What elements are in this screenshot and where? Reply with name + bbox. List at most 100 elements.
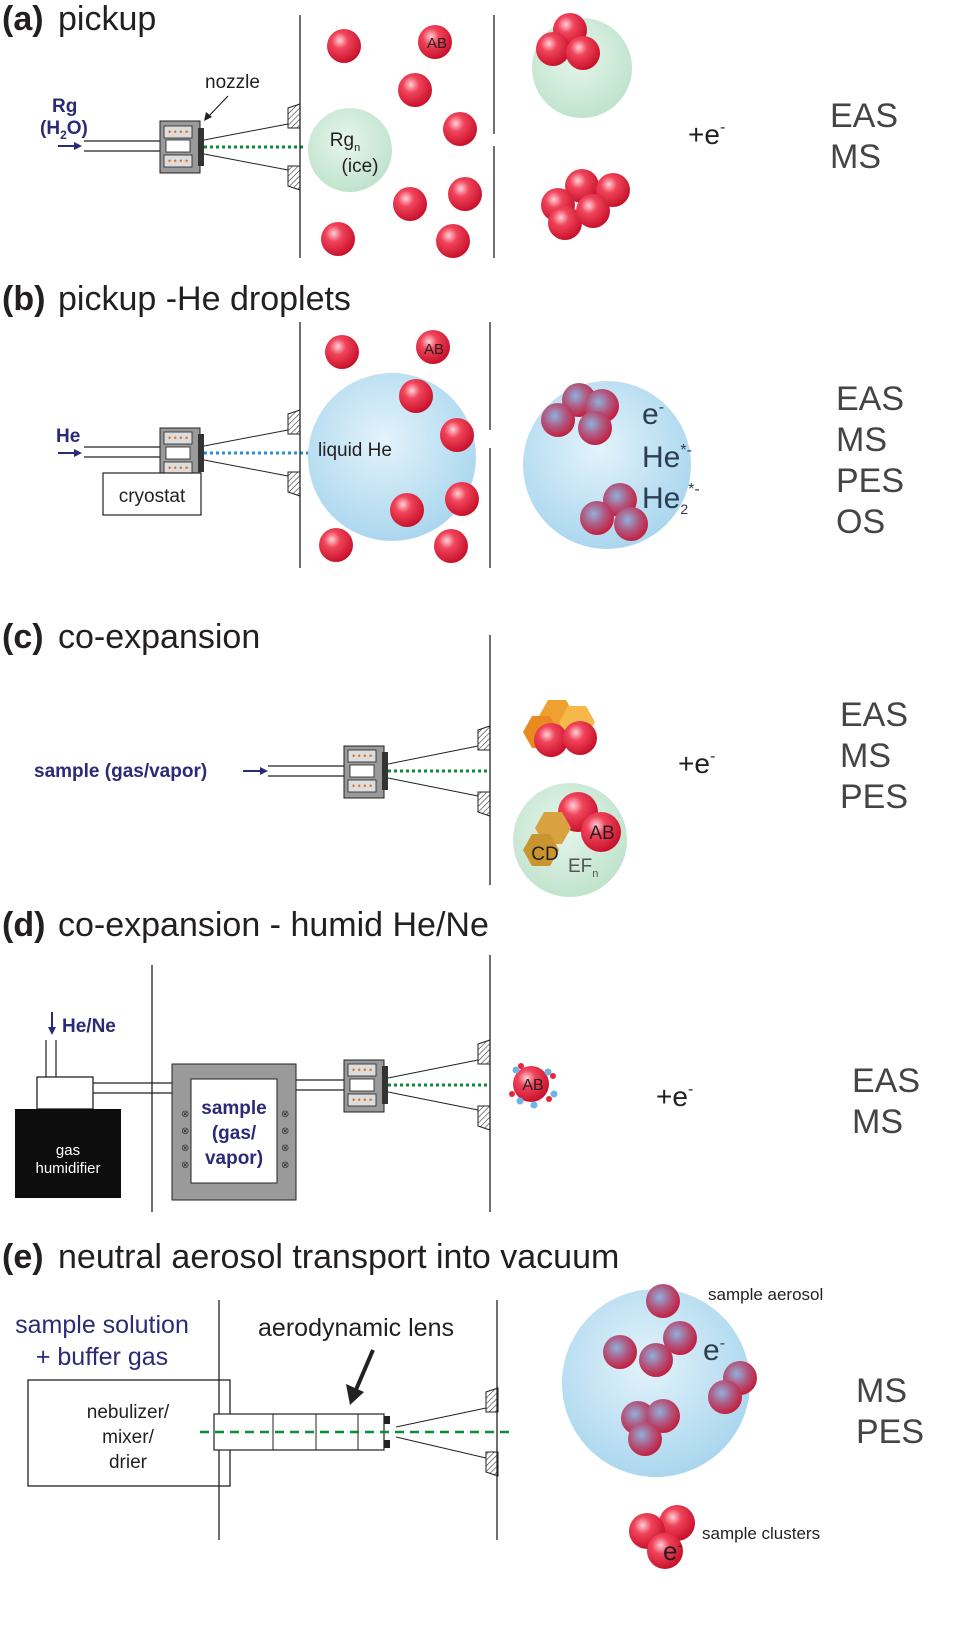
mixed-cluster-bottom <box>523 792 621 866</box>
svg-text:⊗: ⊗ <box>181 1126 189 1137</box>
sample-clusters-label: sample clusters <box>702 1524 820 1543</box>
d-electron-label: +e- <box>656 1081 693 1112</box>
sample-cluster-icon <box>629 1505 695 1569</box>
he2-star-label: He2*- <box>642 481 700 517</box>
cryostat-box <box>102 472 202 516</box>
d-method-ms: MS <box>852 1103 903 1141</box>
svg-text:⊗: ⊗ <box>281 1160 289 1171</box>
c-skimmer <box>387 725 491 817</box>
cluster-label: Rgn <box>330 130 360 154</box>
aerosol-droplet <box>562 1289 750 1477</box>
hene-label: He/Ne <box>62 1016 116 1037</box>
humidifier-cap <box>36 1076 94 1110</box>
c-ab-label: AB <box>589 823 614 844</box>
nozzle-assembly: • • • • • • • • <box>84 120 204 174</box>
svg-text:⊗: ⊗ <box>181 1143 189 1154</box>
lens-label: aerodynamic lens <box>258 1314 454 1342</box>
panel-a: (a) pickup Rg (H2O) • • • • • • • • nozz… <box>2 0 898 258</box>
e-electron-label: e- <box>703 1334 725 1367</box>
b-dopant-molecules <box>319 330 479 563</box>
svg-text:• • • •: • • • • <box>352 751 372 761</box>
hydrated-molecule <box>509 1063 558 1109</box>
panel-a-title: pickup <box>58 0 156 38</box>
svg-text:⊗: ⊗ <box>281 1143 289 1154</box>
svg-text:• • • •: • • • • <box>168 463 188 473</box>
e-skimmer <box>395 1387 499 1477</box>
electron-attachment-label: +e- <box>688 119 725 150</box>
b-method-pes: PES <box>836 462 904 500</box>
panel-c-title: co-expansion <box>58 618 260 656</box>
oven-sample-label-3: vapor) <box>205 1148 263 1169</box>
d-ab-label: AB <box>522 1077 543 1094</box>
b-ab-label: AB <box>424 341 444 358</box>
nebulizer-label-3: drier <box>109 1452 148 1473</box>
gas-inlet-arrow-icon <box>58 142 82 150</box>
oven-sample-label-1: sample <box>201 1098 266 1119</box>
he-inlet-label: He <box>56 426 80 447</box>
cd-label: CD <box>531 844 558 865</box>
liquid-he-label: liquid He <box>318 440 392 461</box>
panel-d-title: co-expansion - humid He/Ne <box>58 906 489 944</box>
h2o-label: (H2O) <box>40 118 88 142</box>
cluster-electron-label: e- <box>663 1536 682 1566</box>
svg-text:• • • •: • • • • <box>168 156 188 166</box>
panel-b: (b) pickup -He droplets He • • • • • • •… <box>2 280 904 568</box>
svg-text:⊗: ⊗ <box>281 1126 289 1137</box>
sample-gas-label: sample (gas/vapor) <box>34 761 207 782</box>
panel-d-label: (d) <box>2 906 45 944</box>
e-method-ms: MS <box>856 1372 907 1410</box>
d-nozzle-assembly: • • • • • • • • <box>343 1059 388 1113</box>
panel-b-title: pickup -He droplets <box>58 280 351 318</box>
molecule-aggregate-top <box>536 13 600 70</box>
svg-text:• • • •: • • • • <box>352 781 372 791</box>
b-electron-label: e- <box>642 398 664 431</box>
panel-e: (e) neutral aerosol transport into vacuu… <box>2 1238 924 1569</box>
b-method-os: OS <box>836 503 885 541</box>
mixed-cluster-shell <box>513 783 627 897</box>
svg-text:⊗: ⊗ <box>181 1109 189 1120</box>
panel-a-label: (a) <box>2 0 44 38</box>
he-inlet-arrow-icon <box>58 449 82 457</box>
d-skimmer <box>387 1039 491 1131</box>
panel-c: (c) co-expansion sample (gas/vapor) • • … <box>2 618 908 897</box>
mixed-cluster-top <box>523 700 597 757</box>
ice-label: (ice) <box>342 156 379 177</box>
solution-label-2: + buffer gas <box>36 1343 168 1371</box>
ab-label: AB <box>427 35 447 52</box>
he-star-label: He*- <box>642 441 692 474</box>
solution-label-1: sample solution <box>15 1311 189 1339</box>
b-method-eas: EAS <box>836 380 904 418</box>
c-nozzle-assembly: • • • • • • • • <box>268 745 388 799</box>
ef-label: EFn <box>568 856 598 880</box>
c-method-ms: MS <box>840 737 891 775</box>
panel-c-label: (c) <box>2 618 44 656</box>
oven-sample-label-2: (gas/ <box>212 1123 257 1144</box>
panel-d: (d) co-expansion - humid He/Ne He/Ne gas… <box>2 906 920 1212</box>
method-ms: MS <box>830 138 881 176</box>
b-aggregate-top <box>541 383 619 445</box>
lens-pointer-arrow-icon <box>346 1349 375 1405</box>
c-method-eas: EAS <box>840 696 908 734</box>
sample-aerosol-label: sample aerosol <box>708 1285 823 1304</box>
nozzle-pointer-arrow-icon <box>204 95 229 121</box>
humidifier-label-2: humidifier <box>35 1160 100 1177</box>
b-method-ms: MS <box>836 421 887 459</box>
panel-e-label: (e) <box>2 1238 44 1276</box>
svg-text:• • • •: • • • • <box>352 1065 372 1075</box>
c-electron-label: +e- <box>678 748 715 779</box>
rg-label: Rg <box>52 96 77 117</box>
humidifier-label-1: gas <box>56 1142 80 1159</box>
aerodynamic-lens <box>213 1413 390 1451</box>
sample-oven: ⊗ ⊗ ⊗ ⊗ ⊗ ⊗ ⊗ ⊗ <box>171 1063 297 1201</box>
host-cluster <box>308 108 392 192</box>
dopant-molecules <box>321 25 482 258</box>
molecule-aggregate-bottom <box>541 169 630 240</box>
panel-b-label: (b) <box>2 280 45 318</box>
nebulizer-label-2: mixer/ <box>102 1427 154 1448</box>
svg-text:⊗: ⊗ <box>281 1109 289 1120</box>
panel-e-title: neutral aerosol transport into vacuum <box>58 1238 619 1276</box>
d-method-eas: EAS <box>852 1062 920 1100</box>
he-droplet <box>308 373 476 541</box>
svg-text:• • • •: • • • • <box>168 433 188 443</box>
